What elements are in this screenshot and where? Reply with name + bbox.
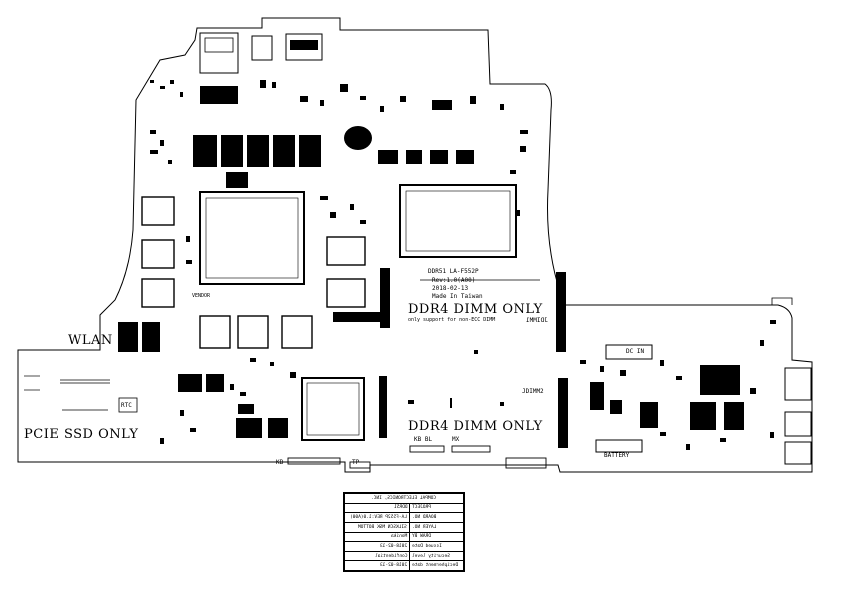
dimm-slot-bars [333,268,568,448]
title-block: COMPAL ELECTRONICS, INC. DDR51 PROJECT LA… [343,492,465,572]
cpu-chip [199,191,305,285]
title-layer-value: SILKSCN MSK BOTTOM [358,524,408,530]
gpu-chip [399,184,517,258]
title-security-label: Security level [412,553,451,559]
title-deciph-label: Decipherment date [412,563,459,569]
title-company: COMPAL ELECTRONICS, INC. [344,493,464,504]
hdmi-connector [285,33,323,61]
vendor-label: VENDOR [192,293,211,299]
small-components [150,80,776,450]
kb-connector [287,457,341,465]
board-date: 2018-02-13 [432,285,469,292]
title-security-value: Confidential [374,553,408,559]
battery-connector [595,439,643,453]
board-outline [17,17,813,473]
board-made-in: Made In Taiwan [432,293,483,300]
title-issued-label: Issued Date [412,543,443,549]
dimm-bottom-label: DDR4 DIMM ONLY [408,419,543,434]
audio-connector [251,35,273,61]
pch-chip [301,377,365,441]
tp-connector [349,461,371,469]
kb-label: KB [276,459,284,466]
wlan-blocks [118,322,224,392]
jdimm1-ref: JDIMM1 [526,317,548,324]
mx-connector [451,445,491,453]
title-board-label: BOARD NO. [412,515,437,521]
battery-label: BATTERY [604,452,630,459]
title-project-label: PROJECT [412,505,432,511]
title-deciph-value: 2018-02-13 [380,563,408,569]
rtc-battery [118,397,138,413]
pcie-ssd-label: PCIE SSD ONLY [24,427,139,442]
kb-bl-label: KB BL [414,436,433,443]
dc-in-connector [605,344,653,360]
right-power-blocks [590,365,744,430]
kb-bl-connector [409,445,445,453]
tp-label: TP [352,459,360,466]
dimm-top-label: DDR4 DIMM ONLY [408,302,543,317]
title-drawby-value: Monika [390,534,408,540]
title-drawby-label: DRAW BY [412,534,432,540]
wlan-label: WLAN [68,333,113,348]
rtc-label: RTC [121,402,132,409]
title-board-value: LA-F552P REV:1.0(A00) [350,515,408,521]
title-layer-label: LAYER NO. [412,524,437,530]
usb-connector [199,32,239,74]
mx-label: MX [452,436,460,443]
dc-in-label: DC IN [626,348,645,355]
title-issued-value: 2018-02-13 [380,543,408,549]
jdimm2-ref: JDIMM2 [522,388,544,395]
title-project-value: DDR51 [393,505,408,511]
board-model: DDR51 LA-F552P [428,268,479,275]
board-rev: Rev:1.0(A00) [432,277,476,284]
power-stage-blocks [193,86,474,188]
support-note: only support for non-ECC DIMM [408,317,496,323]
board-outline-right [771,297,793,305]
vram-chips [141,196,366,349]
